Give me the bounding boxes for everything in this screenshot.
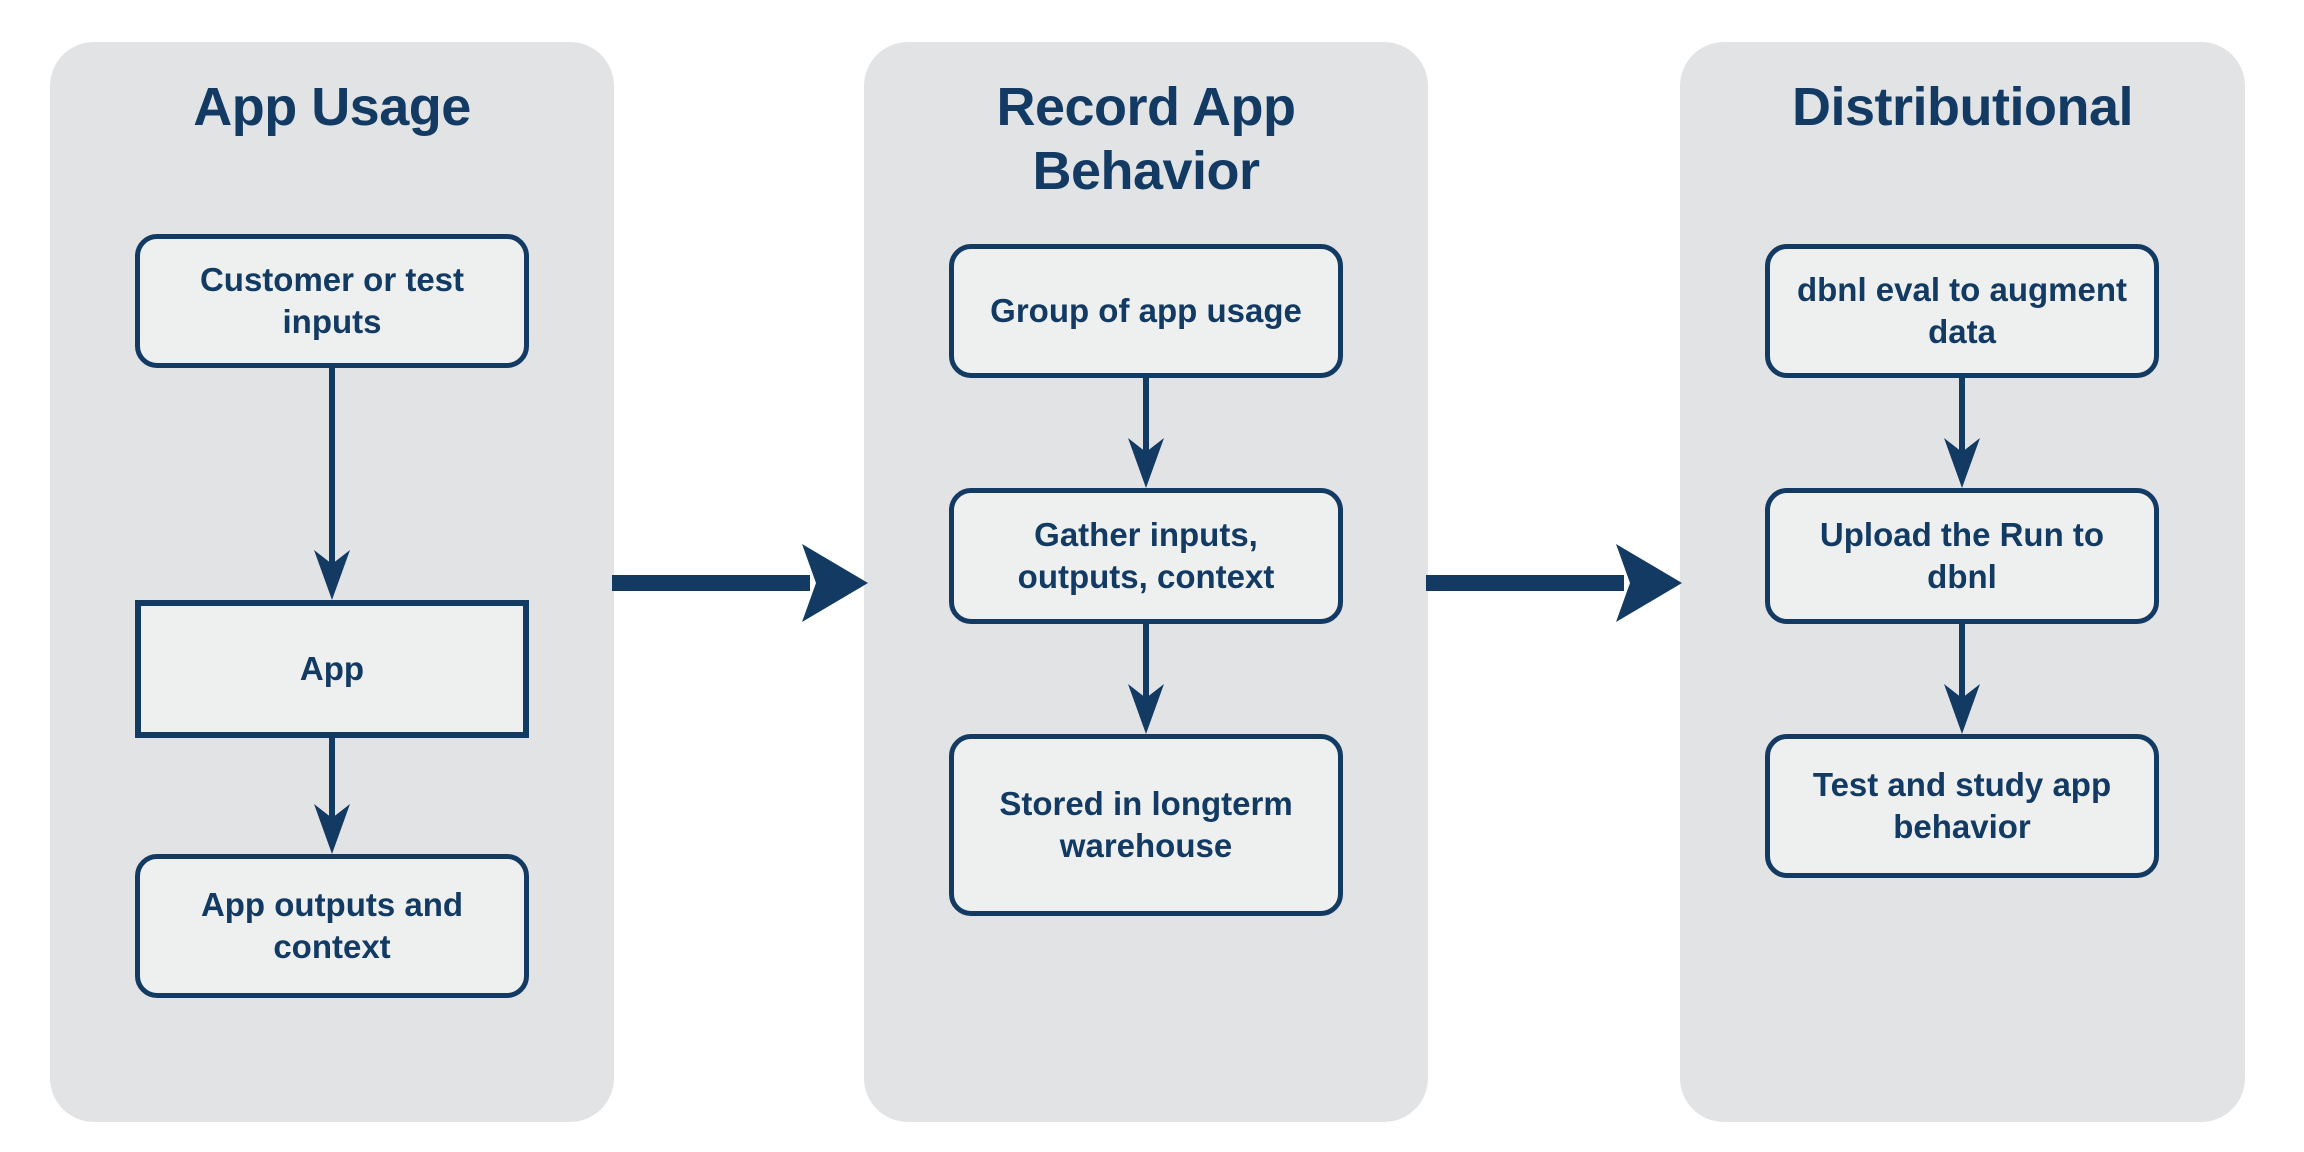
stage-arrow-app-usage-to-record-app-behavior [612,544,868,622]
panel-record-app-behavior: Record App Behavior Group of app usage G… [864,42,1428,1122]
node-dbnl-eval-to-augment-data[interactable]: dbnl eval to augment data [1765,244,2159,378]
panel-title-distributional: Distributional [1791,77,2133,137]
node-label: Stored in longterm warehouse [999,785,1293,864]
panel-title-record-app-behavior: Record App Behavior [996,77,1296,201]
node-label: dbnl eval to augment data [1796,271,2128,350]
node-label: Group of app usage [990,292,1302,330]
connector-down-arrow [314,738,350,854]
node-label: Upload the Run to dbnl [1819,516,2105,595]
node-app[interactable]: App [135,600,529,738]
panel-2-nodes: dbnl eval to augment data Upload the Run… [1680,42,2245,1122]
node-label: Test and study app behavior [1812,766,2112,845]
node-test-and-study-app-behavior[interactable]: Test and study app behavior [1765,734,2159,878]
connector-down-arrow [1128,378,1164,488]
connector-down-arrow [314,368,350,600]
node-upload-the-run-to-dbnl[interactable]: Upload the Run to dbnl [1765,488,2159,624]
connector-down-arrow [1944,378,1980,488]
connector-down-arrow [1944,624,1980,734]
node-label: Gather inputs, outputs, context [1017,516,1275,595]
node-customer-or-test-inputs[interactable]: Customer or test inputs [135,234,529,368]
panel-app-usage: App Usage Customer or test inputs App Ap… [50,42,614,1122]
panel-distributional: Distributional dbnl eval to augment data… [1680,42,2245,1122]
node-group-of-app-usage[interactable]: Group of app usage [949,244,1343,378]
node-stored-in-longterm-warehouse[interactable]: Stored in longterm warehouse [949,734,1343,916]
node-label: App [299,650,365,688]
panel-title-app-usage: App Usage [193,77,471,137]
node-label: Customer or test inputs [199,261,465,340]
node-label: App outputs and context [200,886,464,965]
panel-1-nodes: Group of app usage Gather inputs, output… [864,42,1428,1122]
node-gather-inputs-outputs-context[interactable]: Gather inputs, outputs, context [949,488,1343,624]
stage-arrow-record-app-behavior-to-distributional [1426,544,1682,622]
node-app-outputs-and-context[interactable]: App outputs and context [135,854,529,998]
panel-0-nodes: Customer or test inputs App App outputs … [50,42,614,1122]
connector-down-arrow [1128,624,1164,734]
